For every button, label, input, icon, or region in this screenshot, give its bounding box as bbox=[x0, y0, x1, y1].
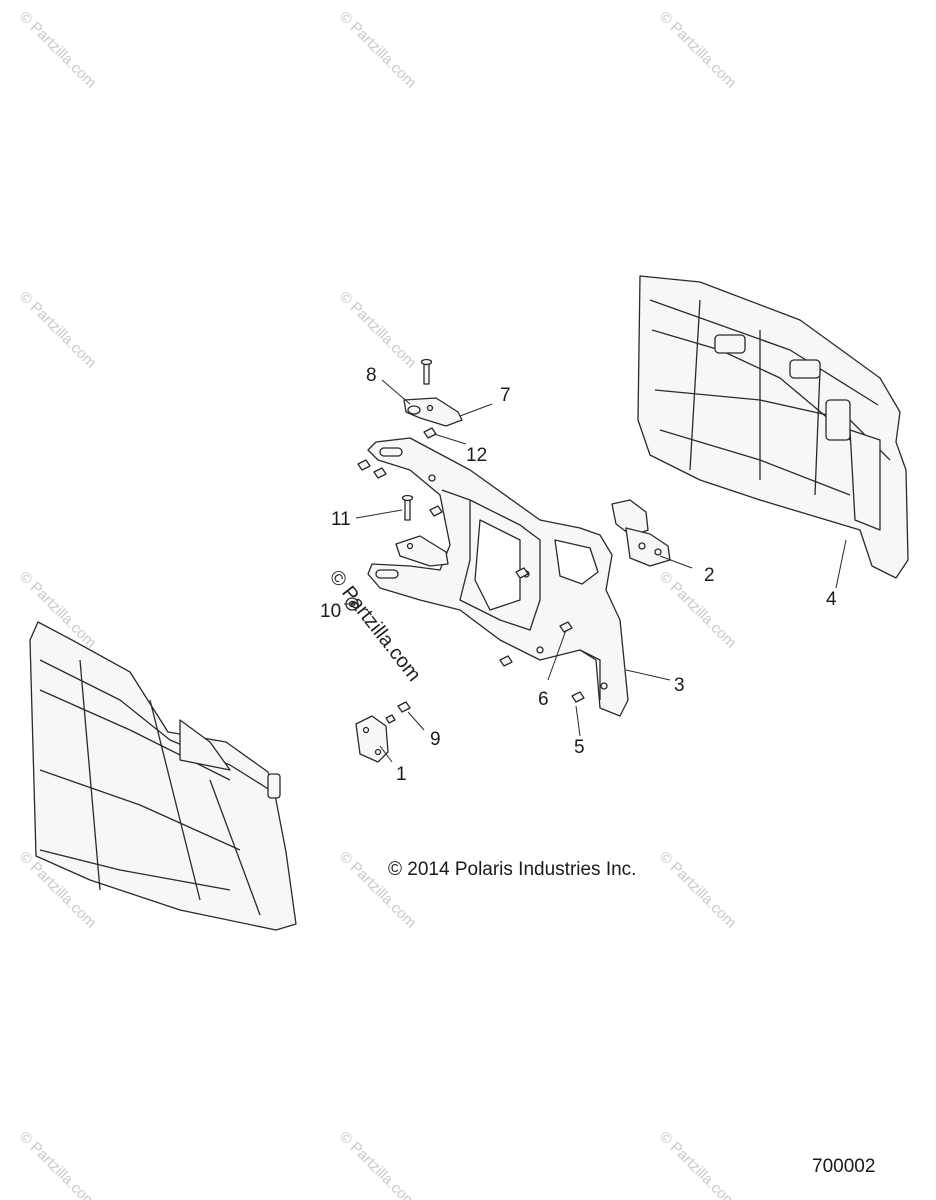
callout-1: 1 bbox=[396, 764, 407, 785]
part-outer-door-panel bbox=[29, 621, 297, 931]
callout-9: 9 bbox=[430, 729, 441, 750]
callout-11: 11 bbox=[331, 509, 351, 530]
callout-12: 12 bbox=[466, 445, 488, 466]
callout-2: 2 bbox=[704, 565, 715, 586]
part-4-door-panel bbox=[637, 275, 909, 579]
callout-10: 10 bbox=[320, 601, 342, 622]
part-11-hinge-bracket bbox=[395, 535, 449, 567]
diagram-id: 700002 bbox=[812, 1156, 876, 1177]
part-3-door-frame bbox=[367, 437, 629, 717]
part-7-hinge-bracket bbox=[403, 397, 463, 427]
fasteners bbox=[345, 358, 585, 724]
callout-4: 4 bbox=[826, 589, 837, 610]
callout-3: 3 bbox=[674, 675, 685, 696]
part-1-hinge-plate bbox=[355, 715, 389, 763]
callout-7: 7 bbox=[500, 385, 511, 406]
leader-lines bbox=[344, 379, 847, 763]
copyright-notice: © 2014 Polaris Industries Inc. bbox=[388, 859, 637, 880]
callout-6: 6 bbox=[538, 689, 549, 710]
callout-5: 5 bbox=[574, 737, 585, 758]
callout-8: 8 bbox=[366, 365, 377, 386]
